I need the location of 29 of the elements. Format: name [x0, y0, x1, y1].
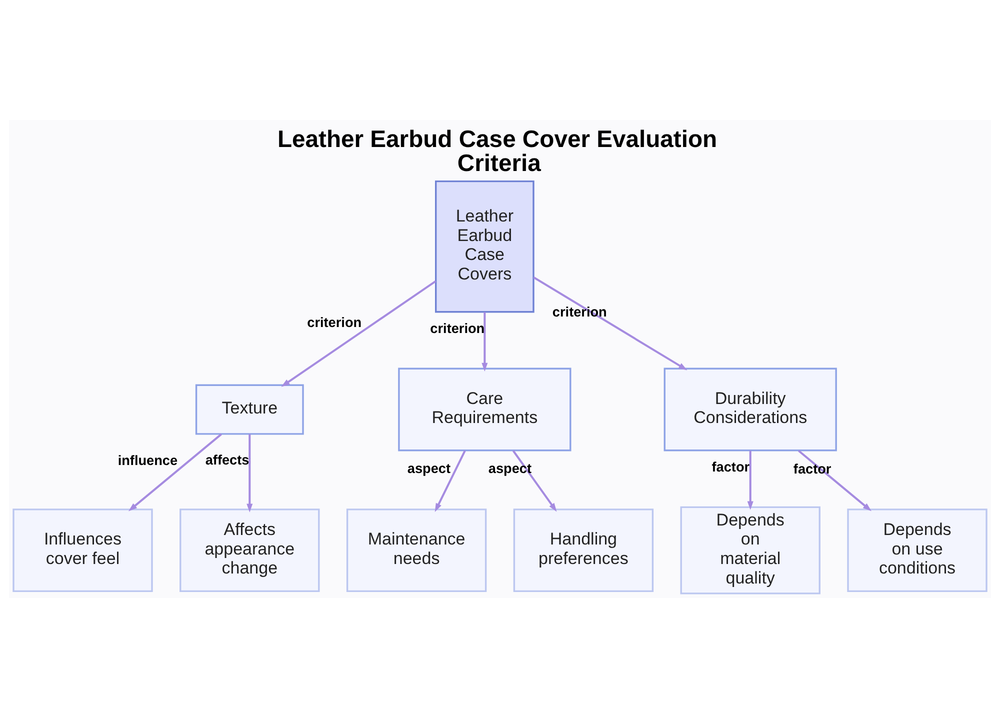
node-box: Texture	[195, 384, 304, 435]
arrow	[798, 450, 872, 512]
arrow	[747, 450, 754, 510]
edge-label: criterion	[552, 304, 607, 320]
edge-label: factor	[712, 459, 750, 474]
arrow	[512, 450, 557, 512]
node-box: Handling preferences	[513, 508, 654, 592]
node-box: Affects appearance change	[180, 508, 320, 592]
node-box: Maintenance needs	[346, 508, 487, 592]
node-box: Influences cover feel	[12, 508, 153, 592]
arrow	[533, 276, 688, 370]
arrow	[128, 433, 222, 512]
node-box: Durability Considerations	[664, 368, 837, 452]
edge-label: criterion	[307, 314, 362, 330]
arrow	[434, 450, 466, 512]
edge-label: aspect	[407, 460, 451, 476]
arrow	[281, 280, 436, 387]
node-box: Depends on use conditions	[847, 508, 988, 592]
edge-label: affects	[205, 452, 250, 468]
node-box: Leather Earbud Case Covers	[435, 180, 534, 313]
arrow	[482, 312, 488, 372]
node-box: Depends on material quality	[680, 506, 820, 594]
edge-label: factor	[793, 461, 832, 476]
arrow	[246, 434, 253, 512]
node-box: Care Requirements	[398, 368, 572, 452]
diagram-title: Leather Earbud Case Cover Evaluation Criteria	[277, 126, 718, 177]
edge-label: aspect	[488, 461, 532, 476]
edge-label: criterion	[430, 320, 485, 336]
edge-label: influence	[118, 453, 178, 468]
